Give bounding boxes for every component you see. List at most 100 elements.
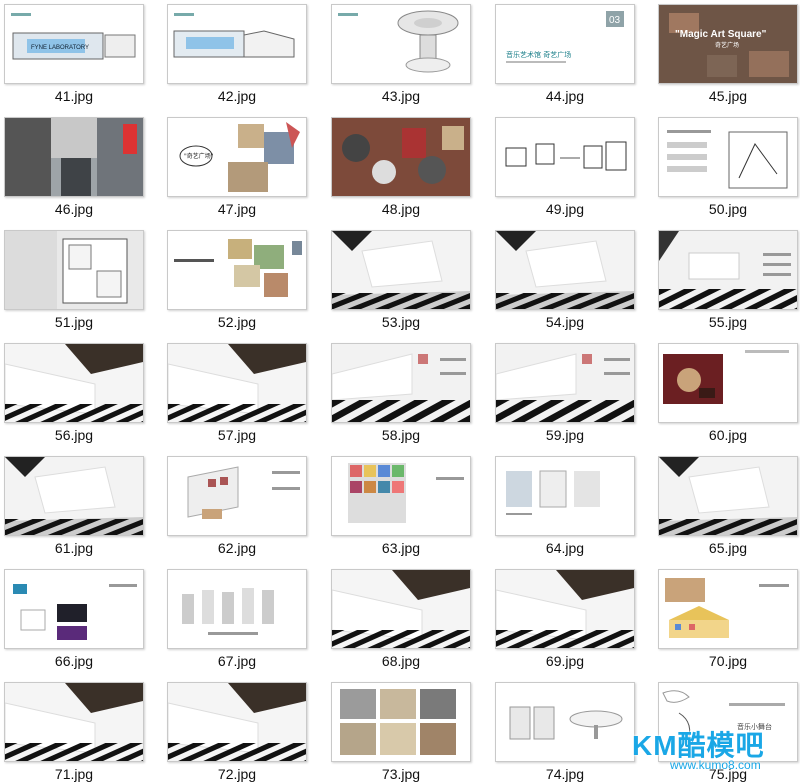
thumbnail-filename[interactable]: 45.jpg <box>708 88 748 104</box>
thumbnail-image[interactable] <box>331 117 471 197</box>
thumbnail-filename[interactable]: 49.jpg <box>545 201 585 217</box>
thumbnail-image[interactable] <box>331 682 471 762</box>
thumbnail-item[interactable]: 65.jpg <box>658 456 798 556</box>
thumbnail-filename[interactable]: 65.jpg <box>708 540 748 556</box>
thumbnail-item[interactable]: 68.jpg <box>331 569 471 669</box>
thumbnail-item[interactable]: 62.jpg <box>167 456 307 556</box>
thumbnail-image[interactable] <box>331 569 471 649</box>
thumbnail-item[interactable]: 70.jpg <box>658 569 798 669</box>
thumbnail-image[interactable] <box>495 569 635 649</box>
thumbnail-image[interactable] <box>658 230 798 310</box>
thumbnail-image[interactable] <box>4 117 144 197</box>
thumbnail-filename[interactable]: 71.jpg <box>54 766 94 782</box>
thumbnail-item[interactable]: 73.jpg <box>331 682 471 782</box>
thumbnail-item[interactable]: FYNE LABORATORY 41.jpg <box>4 4 144 104</box>
thumbnail-image[interactable] <box>4 230 144 310</box>
thumbnail-item[interactable]: 64.jpg <box>495 456 635 556</box>
thumbnail-item[interactable]: 03 音乐艺术馆 奇艺广场 44.jpg <box>495 4 635 104</box>
thumbnail-image[interactable]: FYNE LABORATORY <box>4 4 144 84</box>
thumbnail-filename[interactable]: 44.jpg <box>545 88 585 104</box>
thumbnail-item[interactable]: "Magic Art Square" 奇艺广场 45.jpg <box>658 4 798 104</box>
thumbnail-filename[interactable]: 67.jpg <box>217 653 257 669</box>
thumbnail-filename[interactable]: 48.jpg <box>381 201 421 217</box>
thumbnail-image[interactable] <box>4 682 144 762</box>
thumbnail-filename[interactable]: 46.jpg <box>54 201 94 217</box>
thumbnail-item[interactable]: 69.jpg <box>495 569 635 669</box>
thumbnail-filename[interactable]: 62.jpg <box>217 540 257 556</box>
thumbnail-image[interactable] <box>4 343 144 423</box>
thumbnail-item[interactable]: 54.jpg <box>495 230 635 330</box>
thumbnail-image[interactable] <box>658 117 798 197</box>
thumbnail-image[interactable] <box>167 343 307 423</box>
thumbnail-image[interactable] <box>331 456 471 536</box>
thumbnail-item[interactable]: 51.jpg <box>4 230 144 330</box>
thumbnail-filename[interactable]: 69.jpg <box>545 653 585 669</box>
thumbnail-item[interactable]: 43.jpg <box>331 4 471 104</box>
thumbnail-image[interactable] <box>167 456 307 536</box>
thumbnail-image[interactable] <box>167 569 307 649</box>
thumbnail-image[interactable] <box>495 682 635 762</box>
thumbnail-item[interactable]: 57.jpg <box>167 343 307 443</box>
thumbnail-filename[interactable]: 47.jpg <box>217 201 257 217</box>
thumbnail-filename[interactable]: 66.jpg <box>54 653 94 669</box>
thumbnail-filename[interactable]: 73.jpg <box>381 766 421 782</box>
thumbnail-image[interactable] <box>167 682 307 762</box>
thumbnail-filename[interactable]: 70.jpg <box>708 653 748 669</box>
thumbnail-filename[interactable]: 59.jpg <box>545 427 585 443</box>
thumbnail-image[interactable] <box>658 456 798 536</box>
thumbnail-image[interactable] <box>4 569 144 649</box>
thumbnail-filename[interactable]: 43.jpg <box>381 88 421 104</box>
thumbnail-item[interactable]: 71.jpg <box>4 682 144 782</box>
thumbnail-filename[interactable]: 60.jpg <box>708 427 748 443</box>
thumbnail-filename[interactable]: 42.jpg <box>217 88 257 104</box>
thumbnail-filename[interactable]: 68.jpg <box>381 653 421 669</box>
thumbnail-item[interactable]: 52.jpg <box>167 230 307 330</box>
thumbnail-image[interactable] <box>331 4 471 84</box>
thumbnail-image[interactable] <box>658 343 798 423</box>
thumbnail-filename[interactable]: 51.jpg <box>54 314 94 330</box>
thumbnail-filename[interactable]: 72.jpg <box>217 766 257 782</box>
thumbnail-item[interactable]: 74.jpg <box>495 682 635 782</box>
thumbnail-filename[interactable]: 58.jpg <box>381 427 421 443</box>
thumbnail-image[interactable] <box>4 456 144 536</box>
thumbnail-item[interactable]: 53.jpg <box>331 230 471 330</box>
thumbnail-image[interactable]: 音乐小舞台 <box>658 682 798 762</box>
thumbnail-filename[interactable]: 63.jpg <box>381 540 421 556</box>
thumbnail-image[interactable] <box>331 343 471 423</box>
thumbnail-filename[interactable]: 74.jpg <box>545 766 585 782</box>
thumbnail-filename[interactable]: 56.jpg <box>54 427 94 443</box>
thumbnail-image[interactable] <box>495 117 635 197</box>
thumbnail-image[interactable]: "Magic Art Square" 奇艺广场 <box>658 4 798 84</box>
thumbnail-filename[interactable]: 57.jpg <box>217 427 257 443</box>
thumbnail-filename[interactable]: 50.jpg <box>708 201 748 217</box>
thumbnail-item[interactable]: 42.jpg <box>167 4 307 104</box>
thumbnail-item[interactable]: 72.jpg <box>167 682 307 782</box>
thumbnail-item[interactable]: "奇艺广场" 47.jpg <box>167 117 307 217</box>
thumbnail-image[interactable] <box>167 4 307 84</box>
thumbnail-filename[interactable]: 41.jpg <box>54 88 94 104</box>
thumbnail-item[interactable]: 55.jpg <box>658 230 798 330</box>
thumbnail-item[interactable]: 48.jpg <box>331 117 471 217</box>
thumbnail-image[interactable]: 03 音乐艺术馆 奇艺广场 <box>495 4 635 84</box>
thumbnail-image[interactable]: "奇艺广场" <box>167 117 307 197</box>
thumbnail-image[interactable] <box>167 230 307 310</box>
thumbnail-image[interactable] <box>658 569 798 649</box>
thumbnail-item[interactable]: 66.jpg <box>4 569 144 669</box>
thumbnail-filename[interactable]: 52.jpg <box>217 314 257 330</box>
thumbnail-filename[interactable]: 64.jpg <box>545 540 585 556</box>
thumbnail-item[interactable]: 46.jpg <box>4 117 144 217</box>
thumbnail-image[interactable] <box>495 456 635 536</box>
thumbnail-filename[interactable]: 75.jpg <box>708 766 748 782</box>
thumbnail-item[interactable]: 50.jpg <box>658 117 798 217</box>
thumbnail-item[interactable]: 49.jpg <box>495 117 635 217</box>
thumbnail-item[interactable]: 音乐小舞台 75.jpg <box>658 682 798 782</box>
thumbnail-image[interactable] <box>495 230 635 310</box>
thumbnail-filename[interactable]: 61.jpg <box>54 540 94 556</box>
thumbnail-item[interactable]: 67.jpg <box>167 569 307 669</box>
thumbnail-filename[interactable]: 55.jpg <box>708 314 748 330</box>
thumbnail-item[interactable]: 56.jpg <box>4 343 144 443</box>
thumbnail-item[interactable]: 60.jpg <box>658 343 798 443</box>
thumbnail-image[interactable] <box>495 343 635 423</box>
thumbnail-filename[interactable]: 54.jpg <box>545 314 585 330</box>
thumbnail-item[interactable]: 59.jpg <box>495 343 635 443</box>
